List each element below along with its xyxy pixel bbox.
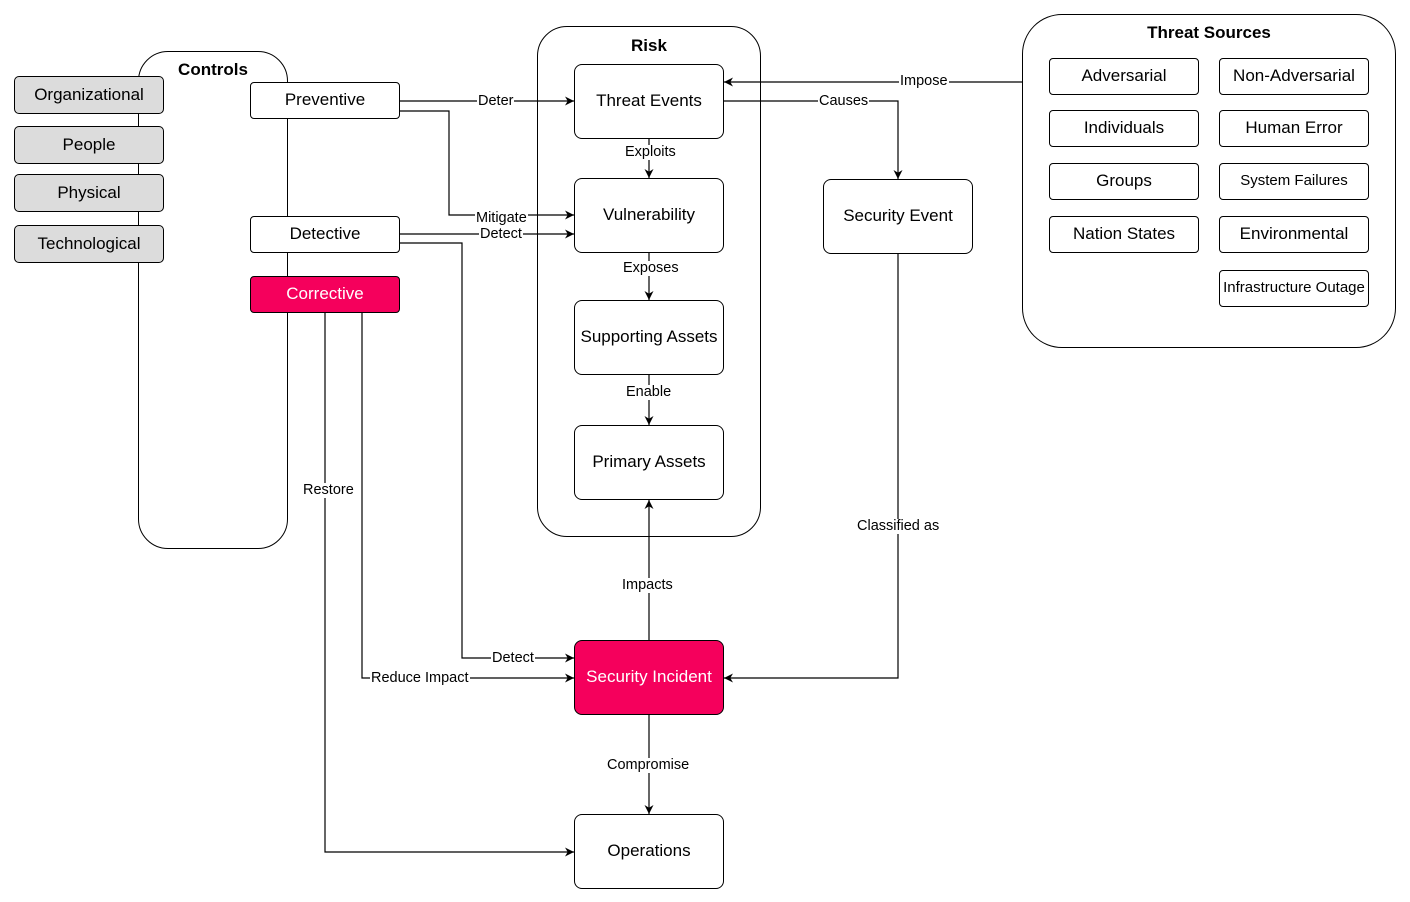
domain-technological: Technological: [14, 225, 164, 263]
controls-group-title: Controls: [178, 60, 248, 79]
source-environmental: Environmental: [1219, 216, 1369, 253]
edge-label-classified-as: Classified as: [856, 518, 941, 534]
edge-classified-as: [724, 253, 899, 683]
edge-label-detect-vulnerability: Detect: [479, 226, 523, 242]
edge-reduce-impact: [361, 313, 574, 683]
source-system-failures: System Failures: [1219, 163, 1369, 200]
risk-supporting-assets: Supporting Assets: [574, 300, 724, 375]
threat-sources-group: [1022, 14, 1396, 348]
edge-causes: [724, 100, 903, 179]
domain-organizational: Organizational: [14, 76, 164, 114]
source-human-error: Human Error: [1219, 110, 1369, 147]
source-nation-states: Nation States: [1049, 216, 1199, 253]
edge-label-impose: Impose: [899, 73, 949, 89]
risk-threat-events: Threat Events: [574, 64, 724, 139]
control-preventive: Preventive: [250, 82, 400, 119]
threat-sources-group-title: Threat Sources: [1147, 23, 1271, 42]
edge-label-impacts: Impacts: [621, 577, 674, 593]
edge-label-deter: Deter: [477, 93, 515, 109]
control-detective: Detective: [250, 216, 400, 253]
source-groups: Groups: [1049, 163, 1199, 200]
risk-vulnerability: Vulnerability: [574, 178, 724, 253]
edge-label-reduce-impact: Reduce Impact: [370, 670, 470, 686]
security-incident: Security Incident: [574, 640, 724, 715]
source-infrastructure-outage: Infrastructure Outage: [1219, 270, 1369, 307]
security-event: Security Event: [823, 179, 973, 254]
source-adversarial: Adversarial: [1049, 58, 1199, 95]
domain-physical: Physical: [14, 174, 164, 212]
edge-label-mitigate: Mitigate: [475, 210, 528, 226]
source-non-adversarial: Non-Adversarial: [1219, 58, 1369, 95]
domain-people: People: [14, 126, 164, 164]
risk-group: [537, 26, 761, 537]
edge-label-exposes: Exposes: [622, 260, 680, 276]
edge-label-detect-incident: Detect: [491, 650, 535, 666]
edge-label-enable: Enable: [625, 384, 673, 400]
control-corrective: Corrective: [250, 276, 400, 313]
edge-label-exploits: Exploits: [624, 144, 677, 160]
edge-label-compromise: Compromise: [606, 757, 691, 773]
risk-primary-assets: Primary Assets: [574, 425, 724, 500]
edge-label-causes: Causes: [818, 93, 870, 109]
operations: Operations: [574, 814, 724, 889]
risk-group-title: Risk: [631, 36, 667, 55]
source-individuals: Individuals: [1049, 110, 1199, 147]
edge-label-restore: Restore: [302, 482, 355, 498]
